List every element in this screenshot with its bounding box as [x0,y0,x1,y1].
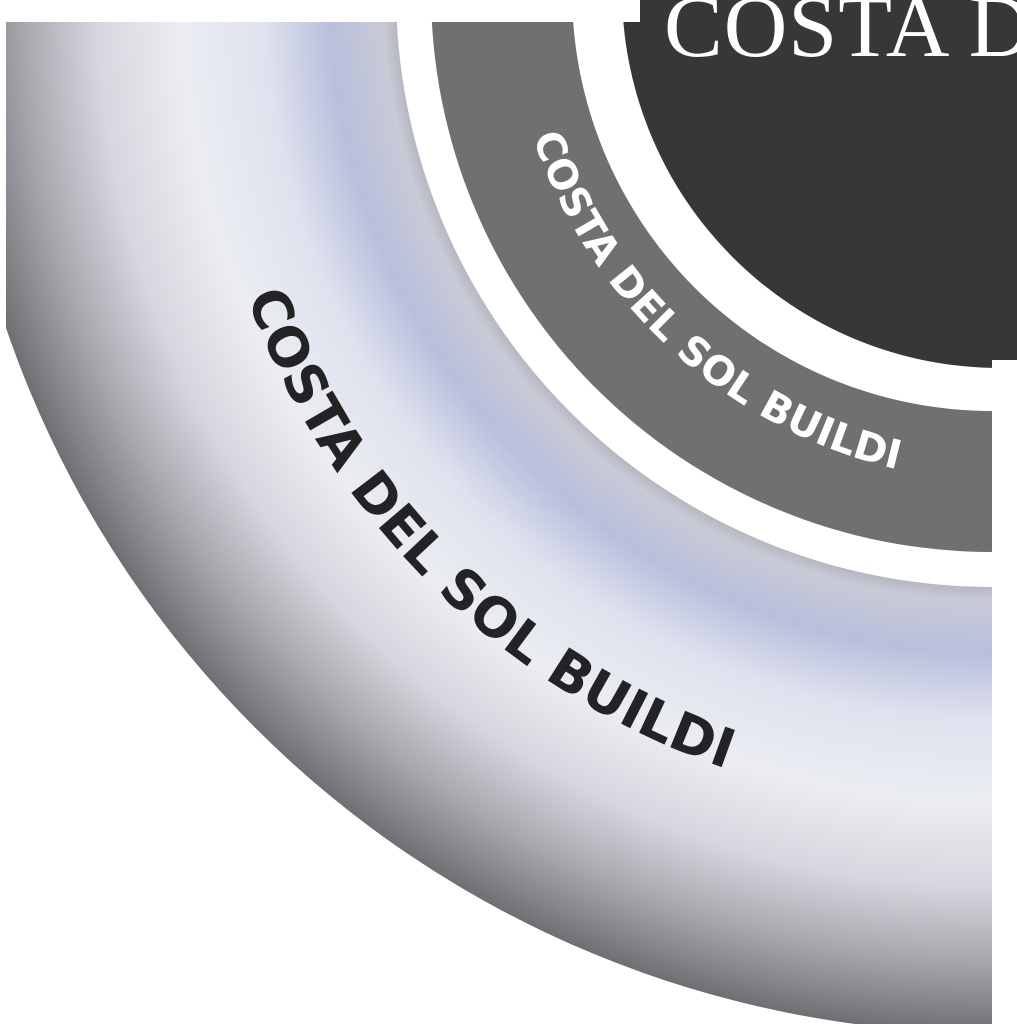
center-disc-top [640,0,1017,22]
center-title: COSTA D [664,0,1017,76]
center-disc [622,0,992,368]
left-margin [0,0,6,1024]
center-disc-edge [992,0,1017,360]
